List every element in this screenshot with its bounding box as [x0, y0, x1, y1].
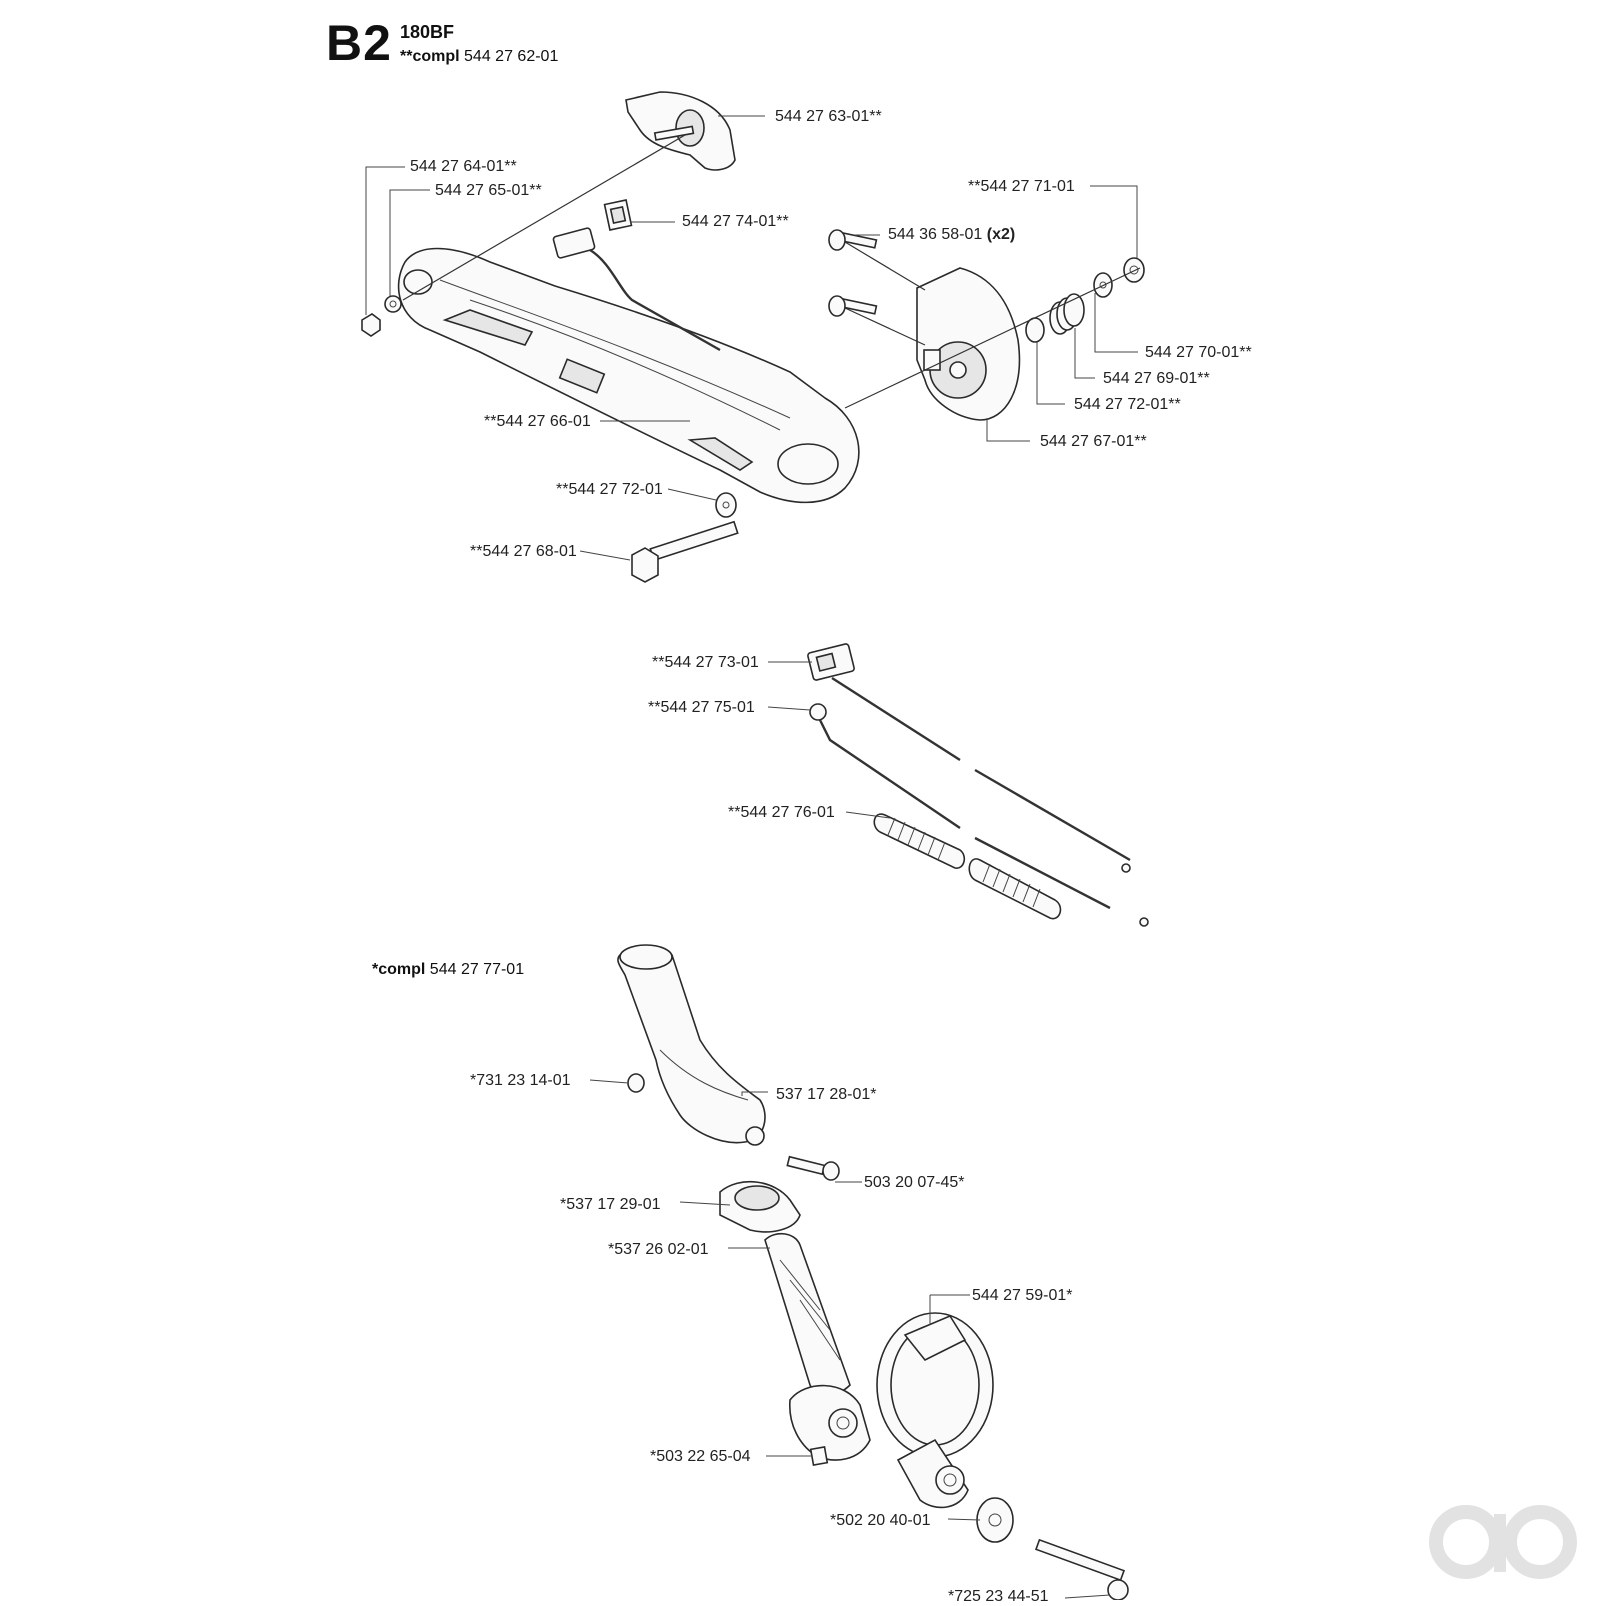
part-label: **544 27 71-01 — [968, 178, 1075, 195]
arm-connector-wire — [552, 227, 721, 352]
compl-number: 544 27 62-01 — [464, 48, 559, 65]
spring-washers — [1025, 257, 1145, 343]
arm-rear-hole — [777, 443, 839, 485]
front-nut-washer — [361, 295, 402, 337]
cable-assembly — [807, 643, 1149, 927]
switch-part — [603, 199, 633, 231]
arm-window — [558, 358, 606, 394]
grip-handle — [617, 944, 766, 1144]
subassembly-value: 544 27 77-01 — [429, 961, 525, 978]
leader-lines-lower — [589, 1079, 1111, 1599]
part-label: *537 17 29-01 — [560, 1196, 661, 1213]
complete-assembly-number: **compl 544 27 62-01 — [400, 48, 558, 66]
arm-slot-rear — [687, 437, 754, 471]
sleeve-right — [968, 858, 1062, 920]
part-label: 544 27 72-01** — [1074, 396, 1181, 413]
part-label: 544 27 70-01** — [1145, 344, 1252, 361]
housing-screws — [828, 229, 878, 317]
subassembly-prefix: *compl — [372, 961, 426, 978]
part-label: 537 17 28-01* — [776, 1086, 877, 1103]
brand-logo-watermark-icon — [1429, 1505, 1577, 1579]
subassembly-number: *compl 544 27 77-01 — [372, 961, 524, 979]
part-label: **544 27 68-01 — [470, 543, 577, 560]
model-number: 180BF — [400, 22, 455, 42]
leader-lines-upper — [365, 115, 1138, 561]
part-label-qty: 544 36 58-01 (x2) — [888, 226, 1015, 244]
part-label: *503 22 65-04 — [650, 1448, 751, 1465]
part-label: *725 23 44-51 — [948, 1588, 1049, 1605]
arm-bolt-washer — [631, 492, 739, 583]
part-label: **544 27 73-01 — [652, 654, 759, 671]
part-label: **544 27 76-01 — [728, 804, 835, 821]
part-label: 503 20 07-45* — [864, 1174, 965, 1191]
part-label: 544 27 67-01** — [1040, 433, 1147, 450]
shaft-clamp — [876, 1312, 994, 1509]
spring-coil — [1049, 293, 1085, 335]
compl-prefix: **compl — [400, 48, 460, 65]
part-label: 544 27 74-01** — [682, 213, 789, 230]
bevel-gear-bolt — [976, 1497, 1129, 1600]
gear-housing — [916, 267, 1021, 421]
part-label: 544 27 65-01** — [435, 182, 542, 199]
part-label: **544 27 72-01 — [556, 481, 663, 498]
part-label: **544 27 75-01 — [648, 699, 755, 716]
grip-assembly — [617, 944, 871, 1467]
part-label: 544 27 59-01* — [972, 1287, 1073, 1304]
quantity: (x2) — [986, 226, 1016, 243]
leader-lines-middle — [767, 661, 891, 819]
part-label: *731 23 14-01 — [470, 1072, 571, 1089]
handle-arm-assembly — [397, 247, 860, 504]
part-label: *502 20 40-01 — [830, 1512, 931, 1529]
section-code: B2 — [326, 15, 392, 71]
part-number: 544 36 58-01 — [888, 226, 983, 243]
trigger-part — [625, 91, 736, 171]
assembly-axes — [402, 134, 1141, 409]
part-label: 544 27 69-01** — [1103, 370, 1210, 387]
part-label: **544 27 66-01 — [484, 413, 591, 430]
arm-front-hole — [403, 269, 433, 295]
part-label: *537 26 02-01 — [608, 1241, 709, 1258]
handle-arm — [397, 247, 860, 504]
arm-slot — [442, 309, 534, 346]
cable-sleeves — [873, 813, 1062, 920]
part-label: 544 27 63-01** — [775, 108, 882, 125]
part-label: 544 27 64-01** — [410, 158, 517, 175]
